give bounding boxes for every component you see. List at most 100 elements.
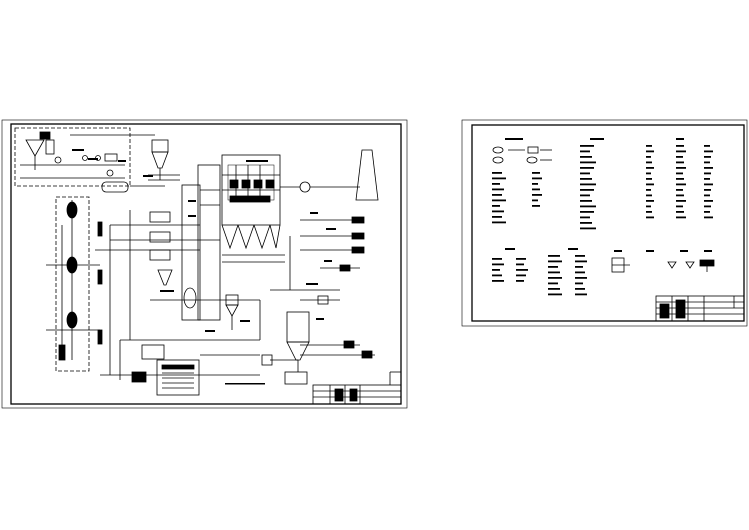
legend-text-row [548, 255, 560, 257]
sheet-outer-frame [1, 119, 408, 409]
legend-text-row [676, 178, 684, 180]
legend-text-row [548, 260, 562, 263]
legend-text-row [646, 200, 654, 202]
sheet-inner-frame [10, 123, 402, 405]
legend-text-row [646, 156, 651, 158]
legend-text-row [516, 280, 524, 282]
induced-draft-fan [280, 181, 360, 193]
instrument-tags [72, 149, 336, 385]
legend-text-row [704, 161, 710, 164]
legend-text-row [580, 183, 596, 186]
legend-text-row [646, 183, 654, 186]
legend-text-row [575, 277, 587, 279]
legend-text-row [646, 205, 651, 208]
top-cyclone-separator [148, 139, 180, 181]
legend-text-row [492, 221, 506, 224]
legend-text-row [646, 172, 651, 175]
legend-text-row [548, 293, 562, 296]
legend-text-row [492, 183, 500, 185]
right-valve-branches [270, 216, 365, 305]
legend-text-row [492, 269, 500, 271]
legend-text-row [704, 145, 710, 147]
legend-inner-frame [471, 124, 745, 322]
legend-text-row [676, 205, 683, 208]
legend-text-row [676, 156, 683, 158]
legend-text-row [532, 199, 538, 202]
boiler-and-ducts [95, 164, 221, 321]
legend-text-row [580, 227, 596, 230]
legend-text-row [646, 150, 654, 153]
baghouse-filter [221, 154, 285, 263]
legend-text-row [580, 156, 592, 158]
legend-text-row [532, 194, 542, 196]
legend-text-row [676, 211, 684, 213]
legend-text-row [646, 161, 652, 164]
legend-text-row [580, 172, 590, 175]
legend-text-row [704, 172, 711, 175]
legend-text-row [548, 277, 562, 279]
legend-outer-frame [461, 119, 748, 327]
dosing-skid-equipment [20, 131, 165, 193]
legend-text-row [548, 271, 560, 274]
legend-headings [505, 138, 712, 252]
legend-text-row [704, 156, 711, 158]
legend-text-row [492, 194, 502, 196]
legend-text-row [575, 293, 587, 296]
legend-text-row [646, 189, 651, 191]
legend-text-row [492, 205, 500, 207]
legend-text-row [580, 200, 592, 202]
control-panel [131, 344, 200, 396]
legend-text-row [580, 222, 592, 224]
legend-text-row [516, 274, 526, 277]
legend-text-row [532, 172, 540, 174]
legend-text-row [492, 216, 502, 218]
legend-text-row [676, 189, 683, 191]
legend-text-row [575, 271, 585, 274]
lower-silo [261, 311, 375, 385]
legend-text-row [676, 216, 686, 219]
legend-text-row [646, 216, 654, 219]
legend-text-row [575, 255, 585, 257]
legend-text-row [580, 216, 590, 219]
legend-text-row [676, 183, 686, 186]
legend-text-row [704, 216, 713, 219]
legend-text-row [492, 258, 502, 260]
legend-text-row [580, 167, 594, 169]
legend-text-row [492, 274, 502, 277]
legend-symbols-col1 [492, 146, 552, 164]
chimney-stack [355, 149, 379, 201]
legend-text-row [580, 205, 596, 208]
legend-text-row [676, 200, 686, 202]
legend-text-row [704, 183, 713, 186]
legend-text-row [676, 172, 683, 175]
legend-text-row [580, 150, 590, 153]
legend-text-row [580, 194, 590, 197]
legend-text-row [704, 189, 711, 191]
legend-text-row [704, 167, 713, 169]
legend-text-row [646, 194, 652, 197]
legend-text-row [516, 258, 526, 260]
left-title-block [312, 371, 402, 405]
legend-text-row [646, 178, 652, 180]
legend-text-row [580, 211, 594, 213]
legend-text-row [676, 145, 684, 147]
legend-text-row [580, 189, 594, 191]
legend-text-row [704, 200, 713, 202]
dosing-skid-boundary [14, 127, 131, 187]
legend-text-row [676, 194, 684, 197]
legend-text-row [516, 269, 528, 271]
legend-text-row [646, 211, 652, 213]
legend-text-row [646, 145, 652, 147]
legend-text-row [492, 280, 504, 282]
legend-text-row [704, 211, 710, 213]
legend-text-row [532, 183, 538, 185]
legend-text-row [548, 282, 558, 285]
air-tank-area-boundary [55, 196, 90, 372]
legend-text-row [492, 263, 504, 266]
legend-sheet [461, 119, 748, 327]
legend-text-row [532, 205, 540, 207]
legend-text-row [676, 161, 684, 164]
legend-title-block [655, 295, 745, 322]
legend-text-row [575, 288, 585, 290]
